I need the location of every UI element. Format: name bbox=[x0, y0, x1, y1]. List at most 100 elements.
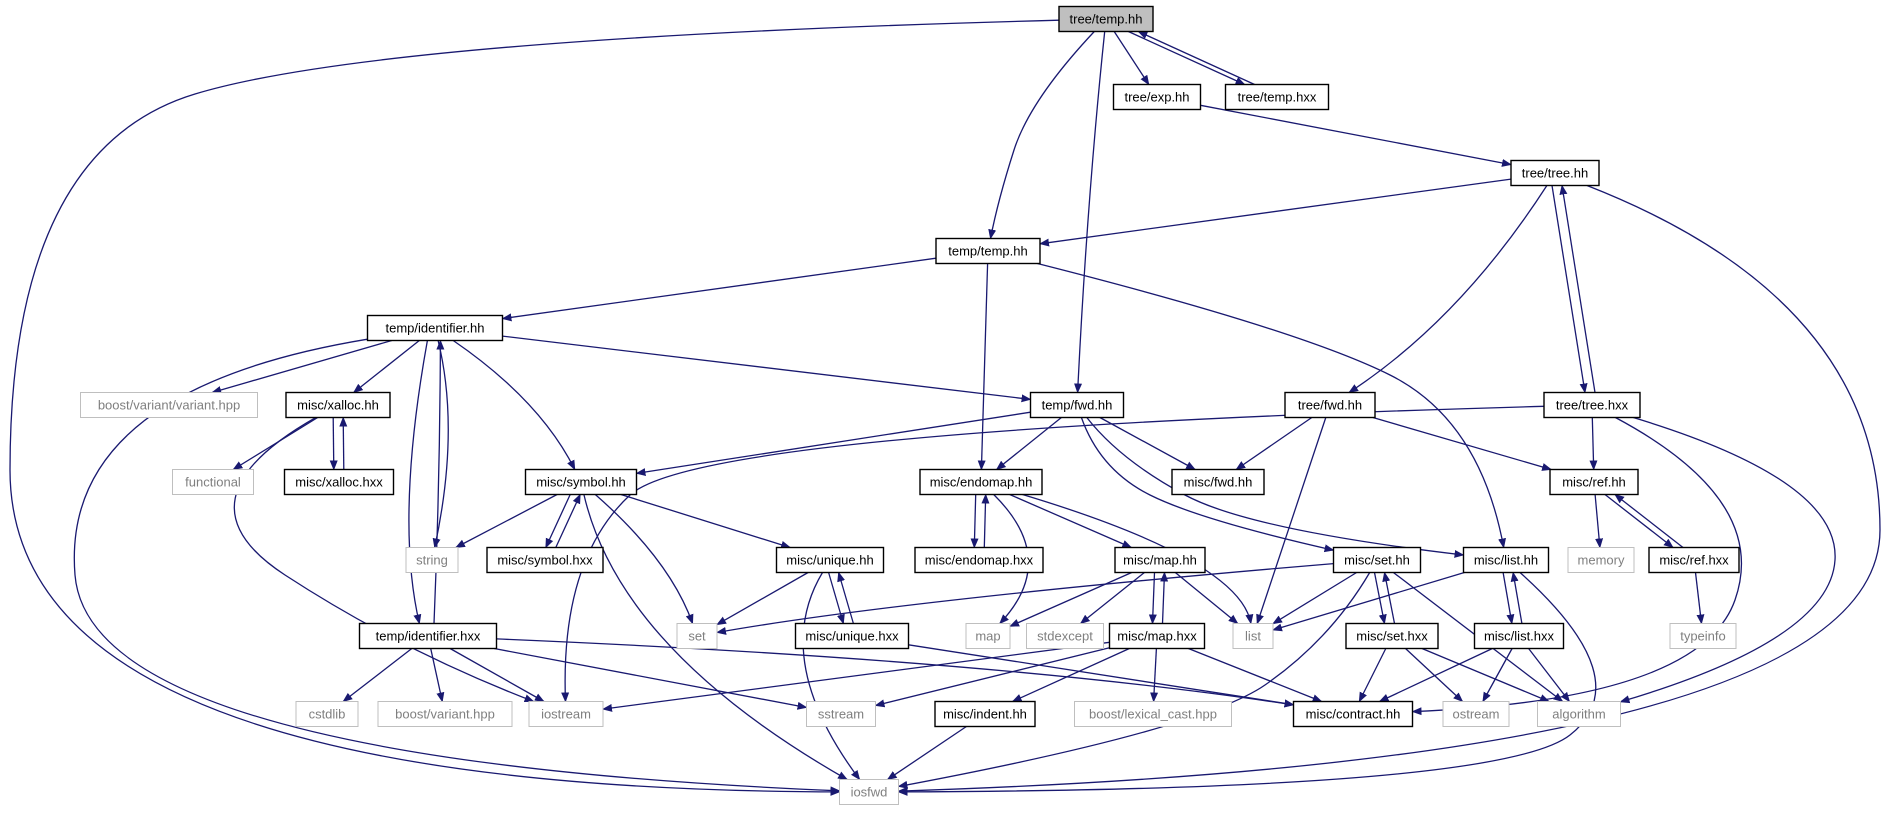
node-misc-ref-hxx[interactable]: misc/ref.hxx bbox=[1648, 546, 1740, 574]
edge-misc-ref-hh-to-misc-ref-hxx bbox=[1604, 493, 1674, 549]
edge-tree-fwd-hh-to-list bbox=[1256, 417, 1327, 625]
node-misc-list-hh[interactable]: misc/list.hh bbox=[1462, 546, 1550, 574]
edge-misc-symbol-hh-to-iosfwd bbox=[583, 494, 848, 781]
node-label: memory bbox=[1578, 553, 1625, 568]
node-box bbox=[486, 546, 604, 574]
node-box bbox=[1549, 468, 1639, 496]
node-tree-fwd-hh[interactable]: tree/fwd.hh bbox=[1284, 391, 1376, 419]
node-temp-identifier-hh[interactable]: temp/identifier.hh bbox=[366, 314, 504, 342]
node-misc-xalloc-hxx[interactable]: misc/xalloc.hxx bbox=[283, 468, 395, 496]
node-cstdlib: cstdlib bbox=[295, 701, 359, 727]
node-misc-map-hxx[interactable]: misc/map.hxx bbox=[1108, 622, 1206, 650]
node-label: misc/xalloc.hh bbox=[297, 398, 379, 413]
node-temp-identifier-hxx[interactable]: temp/identifier.hxx bbox=[358, 622, 498, 650]
edge-tree-temp-hh-to-tree-exp-hh bbox=[1113, 31, 1150, 86]
node-box bbox=[1567, 547, 1635, 573]
node-algorithm: algorithm bbox=[1537, 701, 1621, 727]
node-misc-contract-hh[interactable]: misc/contract.hh bbox=[1292, 700, 1414, 728]
node-box bbox=[1442, 701, 1510, 727]
edge-misc-map-hxx-to-misc-map-hh bbox=[1160, 571, 1169, 624]
node-box bbox=[965, 623, 1011, 649]
node-typeinfo: typeinfo bbox=[1669, 623, 1737, 649]
node-label: string bbox=[416, 553, 448, 568]
node-tree-tree-hh[interactable]: tree/tree.hh bbox=[1510, 159, 1600, 187]
edge-temp-temp-hh-to-misc-list-hh bbox=[1037, 262, 1506, 549]
edge-misc-set-hxx-to-algorithm bbox=[1421, 647, 1550, 703]
node-label: algorithm bbox=[1552, 707, 1605, 722]
node-misc-unique-hxx[interactable]: misc/unique.hxx bbox=[794, 622, 910, 650]
node-label: misc/fwd.hh bbox=[1184, 475, 1253, 490]
edge-misc-set-hh-to-list bbox=[1272, 571, 1357, 625]
node-misc-indent-hh[interactable]: misc/indent.hh bbox=[934, 700, 1036, 728]
edge-misc-map-hxx-to-misc-indent-hh bbox=[1011, 647, 1130, 703]
node-label: tree/exp.hh bbox=[1124, 90, 1189, 105]
node-box bbox=[1543, 391, 1641, 419]
node-misc-unique-hh[interactable]: misc/unique.hh bbox=[775, 546, 885, 574]
node-misc-endomap-hh[interactable]: misc/endomap.hh bbox=[919, 468, 1043, 496]
edge-misc-set-hh-to-set bbox=[716, 562, 1334, 635]
node-box bbox=[1026, 623, 1104, 649]
node-tree-temp-hh[interactable]: tree/temp.hh bbox=[1058, 5, 1154, 33]
node-box bbox=[358, 622, 498, 650]
node-temp-temp-hh[interactable]: temp/temp.hh bbox=[935, 237, 1041, 265]
node-box bbox=[839, 779, 899, 805]
node-misc-xalloc-hh[interactable]: misc/xalloc.hh bbox=[285, 391, 391, 419]
node-boost-variant-variant-hpp: boost/variant/variant.hpp bbox=[80, 392, 258, 418]
node-misc-set-hxx[interactable]: misc/set.hxx bbox=[1345, 622, 1439, 650]
edge-misc-unique-hxx-to-misc-contract-hh bbox=[908, 644, 1295, 708]
node-box bbox=[1114, 546, 1206, 574]
node-misc-list-hxx[interactable]: misc/list.hxx bbox=[1473, 622, 1565, 650]
node-map: map bbox=[965, 623, 1011, 649]
node-tree-temp-hxx[interactable]: tree/temp.hxx bbox=[1224, 83, 1330, 111]
edge-tree-tree-hh-to-tree-tree-hxx bbox=[1551, 185, 1588, 394]
edge-temp-temp-hh-to-misc-endomap-hh bbox=[977, 263, 989, 471]
edge-misc-map-hh-to-misc-map-hxx bbox=[1148, 572, 1157, 625]
edge-misc-list-hh-to-list bbox=[1272, 571, 1465, 632]
edge-misc-map-hh-to-map bbox=[1009, 571, 1132, 627]
edge-temp-fwd-hh-to-misc-endomap-hh bbox=[995, 416, 1062, 471]
edge-misc-endomap-hh-to-misc-endomap-hxx bbox=[970, 494, 979, 549]
node-misc-ref-hh[interactable]: misc/ref.hh bbox=[1549, 468, 1639, 496]
node-tree-exp-hh[interactable]: tree/exp.hh bbox=[1112, 83, 1202, 111]
edge-temp-fwd-hh-to-misc-fwd-hh bbox=[1099, 416, 1196, 471]
node-box bbox=[1112, 83, 1202, 111]
edge-tree-tree-hh-to-tree-fwd-hh bbox=[1348, 185, 1548, 394]
node-memory: memory bbox=[1567, 547, 1635, 573]
edge-misc-list-hxx-to-ostream bbox=[1482, 648, 1513, 703]
edge-misc-ref-hxx-to-misc-ref-hh bbox=[1614, 493, 1684, 549]
edge-tree-fwd-hh-to-misc-ref-hh bbox=[1372, 416, 1553, 471]
edge-misc-map-hxx-to-sstream bbox=[874, 647, 1110, 708]
edge-misc-xalloc-hxx-to-misc-xalloc-hh bbox=[339, 416, 348, 470]
node-misc-set-hh[interactable]: misc/set.hh bbox=[1332, 546, 1422, 574]
node-box bbox=[366, 314, 504, 342]
node-label: tree/temp.hxx bbox=[1238, 90, 1317, 105]
node-misc-fwd-hh[interactable]: misc/fwd.hh bbox=[1171, 468, 1265, 496]
node-misc-symbol-hh[interactable]: misc/symbol.hh bbox=[524, 468, 638, 496]
edge-misc-map-hxx-to-boost-lexical-cast-hpp bbox=[1150, 648, 1159, 703]
node-box bbox=[1292, 700, 1414, 728]
node-box bbox=[283, 468, 395, 496]
edge-temp-temp-hh-to-temp-identifier-hh bbox=[501, 257, 937, 322]
node-box bbox=[775, 546, 885, 574]
edge-temp-identifier-hh-to-boost-variant-variant-hpp bbox=[211, 339, 392, 394]
node-box bbox=[295, 701, 359, 727]
node-label: temp/fwd.hh bbox=[1042, 398, 1113, 413]
edge-misc-set-hxx-to-misc-set-hh bbox=[1382, 571, 1396, 624]
node-label: temp/temp.hh bbox=[948, 244, 1028, 259]
edge-misc-map-hxx-to-iostream bbox=[602, 641, 1110, 712]
edge-misc-set-hh-to-iosfwd bbox=[897, 572, 1371, 789]
edge-misc-list-hxx-to-algorithm bbox=[1528, 648, 1571, 703]
node-tree-tree-hxx[interactable]: tree/tree.hxx bbox=[1543, 391, 1641, 419]
node-box bbox=[935, 237, 1041, 265]
edge-misc-xalloc-hh-to-misc-xalloc-hxx bbox=[329, 417, 338, 471]
node-box bbox=[524, 468, 638, 496]
node-misc-symbol-hxx[interactable]: misc/symbol.hxx bbox=[486, 546, 604, 574]
node-misc-map-hh[interactable]: misc/map.hh bbox=[1114, 546, 1206, 574]
node-label: misc/list.hxx bbox=[1484, 629, 1555, 644]
edge-misc-unique-hh-to-iosfwd bbox=[802, 572, 861, 781]
edge-tree-temp-hh-to-temp-temp-hh bbox=[988, 31, 1095, 240]
node-temp-fwd-hh[interactable]: temp/fwd.hh bbox=[1029, 391, 1125, 419]
edge-misc-unique-hh-to-misc-unique-hxx bbox=[827, 572, 845, 625]
node-misc-endomap-hxx[interactable]: misc/endomap.hxx bbox=[914, 546, 1044, 574]
edge-misc-symbol-hxx-to-misc-symbol-hh bbox=[555, 493, 581, 548]
